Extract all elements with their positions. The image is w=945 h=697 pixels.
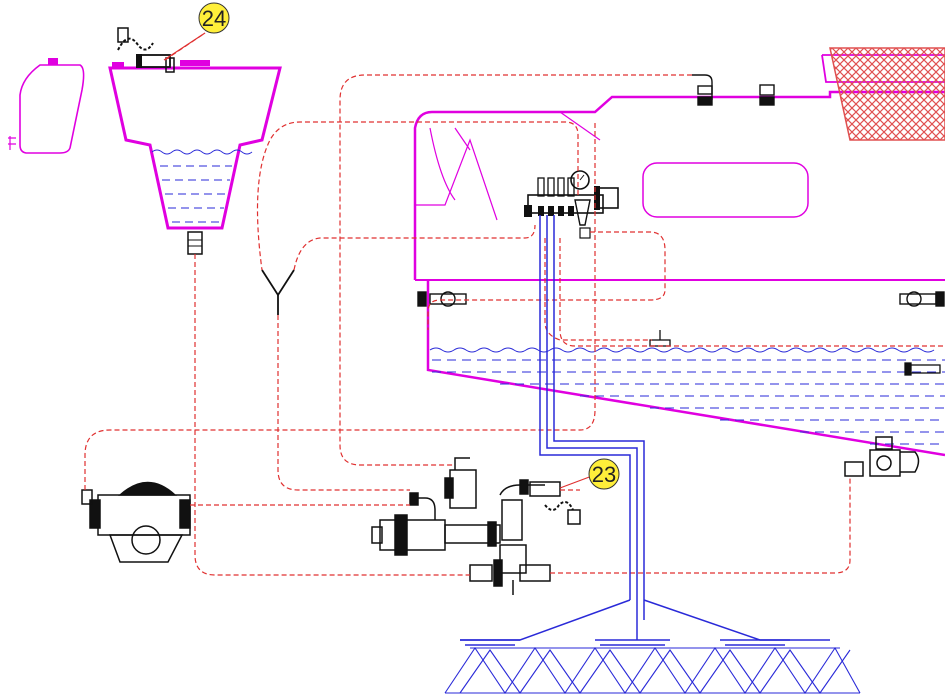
top-return-elbow [692,74,713,106]
strainer-basket [829,47,945,141]
diaphragm-pump [81,481,191,563]
callout-23-label: 23 [592,462,616,487]
callout-24: 24 [198,2,230,34]
boom-spray-pattern [444,646,861,694]
hose-network [84,32,945,576]
top-return-coupling [759,84,775,106]
main-tank-drain-valve [844,436,920,477]
y-connector [261,269,295,315]
hopper-liquid [151,149,253,223]
boom-feed-lines [460,215,830,646]
clean-water-tank [8,58,85,154]
main-tank-liquid [429,347,945,445]
induction-hopper [108,60,282,255]
tank-return-valve-right [899,291,945,307]
pressure-gauge-icon [570,170,590,190]
tank-return-valve-left [417,291,467,307]
control-manifold [524,170,619,239]
main-tank [413,54,945,457]
agitation-tee [649,330,671,347]
callout-23: 23 [559,458,620,490]
callout-24-label: 24 [202,6,226,31]
valve-cluster [371,457,581,595]
tank-level-sensor [904,362,941,376]
